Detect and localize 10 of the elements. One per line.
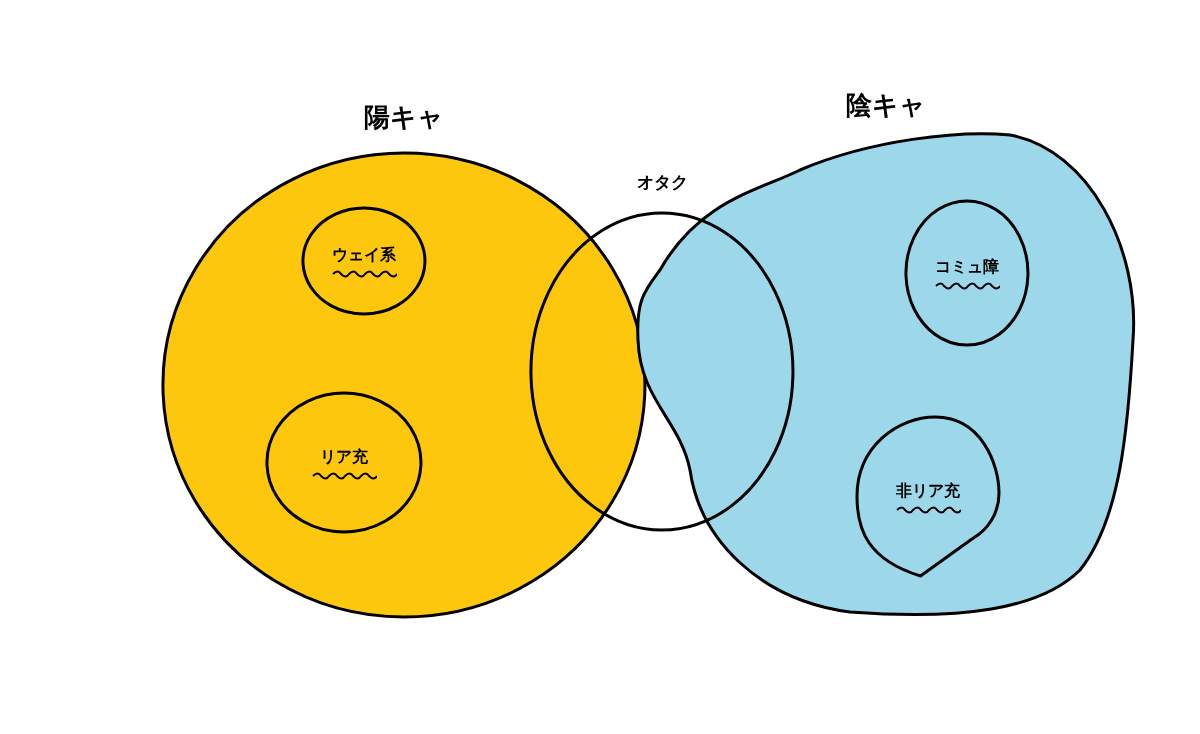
group-label: 非リア充: [896, 479, 960, 502]
group-label: ウェイ系: [332, 244, 396, 266]
group-circle: [300, 205, 428, 317]
set-title: 陽キャ: [364, 101, 444, 134]
group-label: リア充: [320, 445, 368, 468]
group-label: コミュ障: [935, 256, 999, 278]
group-circle: [264, 390, 424, 535]
set-title: 陰キャ: [846, 89, 926, 122]
group-circle: [903, 198, 1031, 348]
set-title: オタク: [636, 171, 688, 194]
